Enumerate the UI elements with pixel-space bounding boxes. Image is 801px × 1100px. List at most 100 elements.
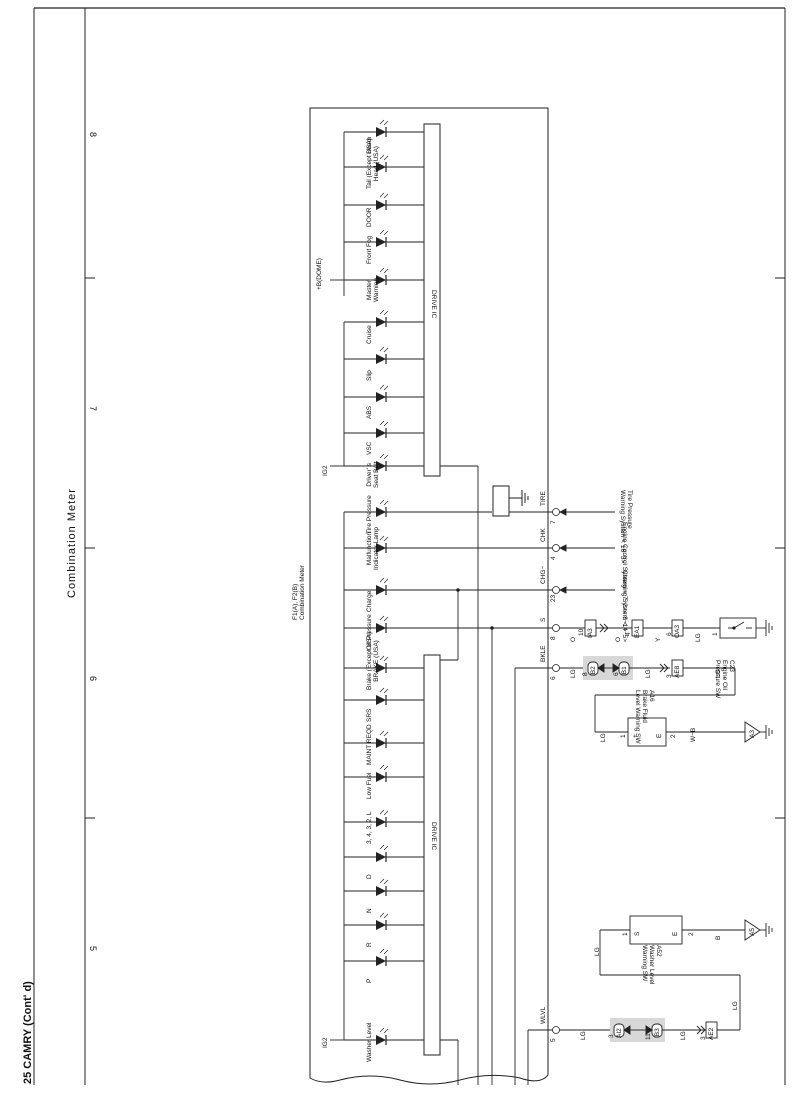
drive-ic-label-upper: DRIVE IC	[430, 290, 437, 319]
terminal-name-4: BKLE	[540, 645, 547, 662]
led-lamp-upper-3	[344, 229, 424, 247]
led-lamp-upper-12	[344, 577, 424, 595]
lamp-label-upper-2: DOOR	[366, 207, 373, 228]
wire-b: B	[715, 935, 722, 940]
wire-o-2: O	[615, 636, 622, 642]
washer-level-circuit	[566, 915, 773, 1042]
drive-ic-lower	[423, 654, 441, 1056]
lamp-label-lower-4: 3, 4, 3, 2, L	[366, 811, 373, 844]
component-name-2: Combination Meter	[299, 565, 306, 620]
ground-a5: A5	[749, 928, 756, 936]
lamp-label-upper-6: Slip	[366, 370, 373, 381]
led-lamp-upper-0	[344, 119, 424, 137]
lamp-label-upper-4: Master Warning	[366, 278, 380, 302]
lamp-label-upper-11: Malfunction Indicator Lamp	[366, 527, 380, 570]
connector-ae8: AE8	[674, 665, 681, 678]
terminal-pin-5: 5	[550, 1038, 557, 1042]
connector-ib3: IB3	[654, 1028, 661, 1038]
page-frame	[33, 7, 786, 1085]
wire-y: Y	[655, 637, 662, 642]
terminal-name-3: S	[540, 617, 547, 622]
lamp-label-upper-8: VSC	[366, 441, 373, 455]
led-lamp-upper-2	[344, 192, 424, 210]
terminal-pin-1: 4	[550, 556, 557, 560]
lamp-label-lower-8: P	[366, 978, 373, 983]
led-lamp-lower-3	[344, 764, 424, 782]
led-lamp-upper-6	[344, 346, 424, 364]
connector-ib2: IB2	[590, 666, 597, 676]
switch-a16-e: E	[656, 733, 663, 738]
connector-oa3-pin: 6	[666, 632, 673, 636]
combination-meter-box	[309, 107, 549, 1085]
terminal-name-1: CHK	[540, 528, 547, 542]
connector-ae2: AE2	[708, 1027, 715, 1040]
connector-ai2-pin: 3	[608, 1034, 615, 1038]
led-lamp-lower-2	[344, 730, 424, 748]
lamp-label-upper-12: Charge	[366, 590, 373, 612]
switch-a52-s: S	[634, 931, 641, 936]
led-lamp-lower-0	[344, 655, 424, 673]
terminal-group	[548, 508, 566, 1034]
connector-ae2-pin: 3	[700, 1036, 707, 1040]
section-title: Combination Meter	[66, 488, 78, 598]
component-name-1: F1(A), F2(B)	[292, 583, 299, 620]
led-lamp-lower-5	[344, 844, 424, 862]
lamp-label-upper-7: ABS	[366, 405, 373, 419]
supply-ig2-upper: IG2	[322, 465, 329, 476]
lamp-label-lower-7: R	[366, 942, 373, 947]
wire-lg-w2: LG	[680, 1031, 687, 1040]
led-lamp-lower-7	[344, 912, 424, 930]
terminal-pin-2: 23	[550, 594, 557, 602]
oil-pressure-circuit	[566, 617, 773, 639]
lamp-label-upper-5: Cruise	[366, 325, 373, 344]
ground-a3: A3	[749, 730, 756, 738]
connector-ea1: EA1	[634, 625, 641, 638]
connector-ib2-pin: 8	[582, 672, 589, 676]
meter-wiring	[400, 465, 552, 1085]
led-lamp-upper-5	[344, 309, 424, 327]
connector-ib1-pin: 6	[613, 672, 620, 676]
led-lamp-lower-9	[344, 1027, 424, 1045]
drive-ic-label-lower: DRIVE IC	[430, 822, 437, 851]
junction-dots	[456, 588, 494, 630]
lamp-label-lower-0: Brake (Except USA) BRAKE (USA)	[366, 631, 380, 690]
terminal-3	[548, 624, 566, 632]
led-lamp-upper-9	[344, 453, 424, 471]
connector-ai2: AI2	[616, 1028, 623, 1038]
lamp-label-lower-3: Low Fuel	[366, 772, 373, 799]
terminal-pin-3: 8	[550, 636, 557, 640]
wire-o-1: O	[570, 636, 577, 642]
led-lamp-lower-4	[344, 809, 424, 827]
lamp-label-lower-9: Washer Level	[366, 1022, 373, 1063]
led-lamp-upper-13	[344, 615, 424, 633]
terminal-name-2: CHG−	[540, 565, 547, 584]
switch-a16-plus: +	[632, 734, 639, 738]
connector-ib1: IB1	[621, 666, 628, 676]
terminal-name-0: TIRE	[540, 491, 547, 506]
wire-lg-w3: LG	[732, 1001, 739, 1010]
wire-lg-b2: LG	[645, 669, 652, 678]
wire-wb: W−B	[690, 727, 697, 742]
led-lamp-lower-8	[344, 948, 424, 966]
connector-ib3-pin: 11	[645, 1033, 652, 1040]
reference-lines	[558, 508, 615, 594]
switch-c23: C23 Engine Oil Pressure SW	[714, 660, 735, 699]
terminal-5	[548, 1026, 566, 1034]
grid-number-6: 6	[88, 676, 98, 682]
led-lamp-upper-11	[344, 535, 424, 553]
connector-ea1-pin: 4	[625, 632, 632, 636]
switch-a16-p1: 1	[620, 734, 627, 738]
lamp-group	[344, 119, 424, 1045]
lamp-label-upper-1: Tail (Except USA) Head (USA)	[366, 138, 380, 189]
wire-lg-b3: LG	[715, 669, 722, 678]
terminal-pin-4: 6	[550, 676, 557, 680]
switch-a52-e: E	[672, 931, 679, 936]
terminal-name-5: WLVL	[540, 1006, 547, 1024]
supply-ig2-lower: IG2	[322, 1037, 329, 1048]
connector-ia3-pin: 10	[578, 628, 585, 636]
lamp-label-lower-2: MAINT REQD	[366, 724, 373, 765]
lamp-label-lower-5: D	[366, 874, 373, 879]
led-lamp-upper-8	[344, 420, 424, 438]
drive-ic-upper	[423, 123, 441, 477]
